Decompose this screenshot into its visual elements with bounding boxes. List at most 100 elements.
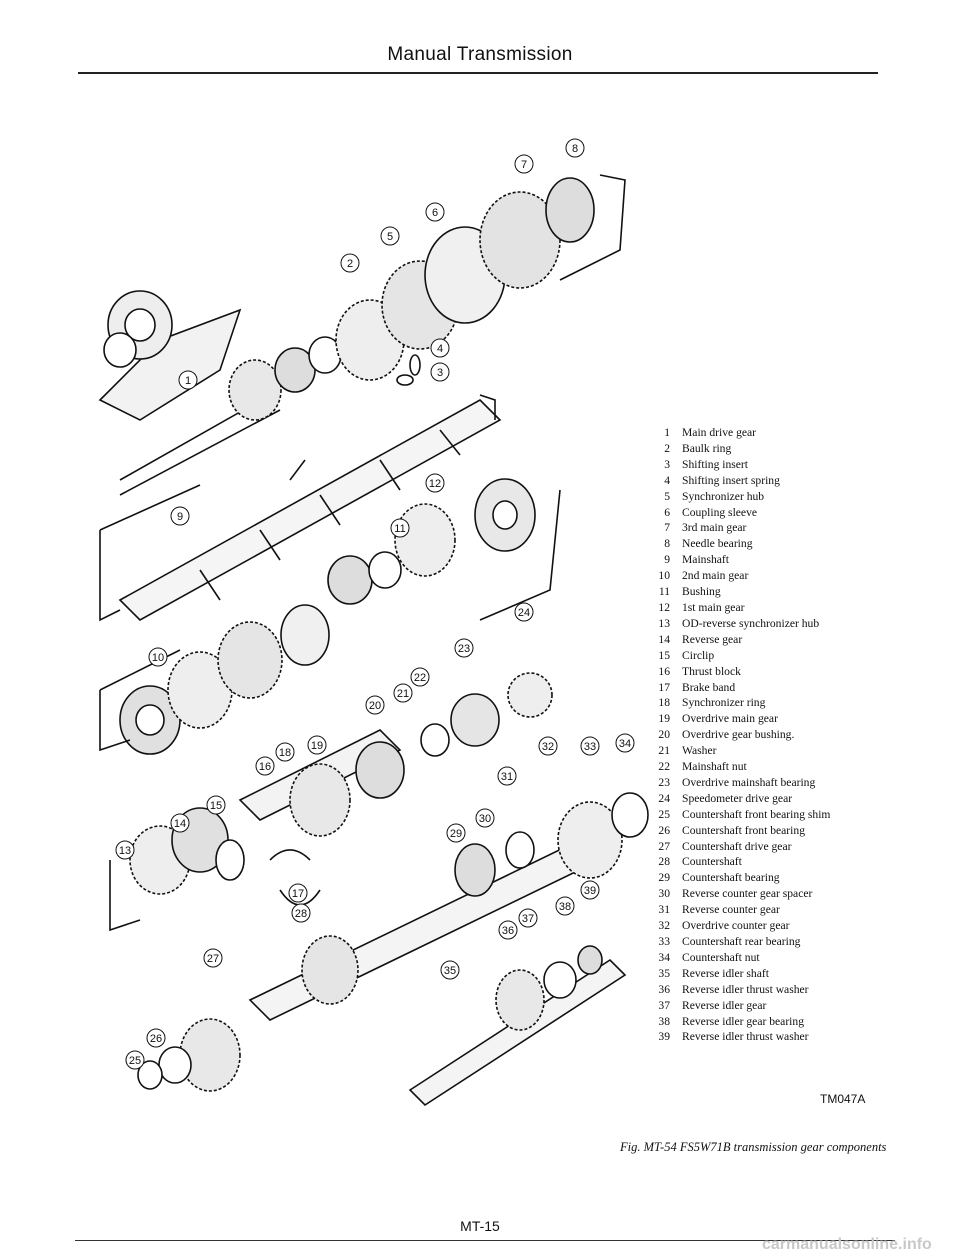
svg-text:32: 32 (542, 741, 554, 753)
legend-label: Mainshaft (682, 553, 730, 567)
callout-2: 2 (340, 253, 360, 273)
legend-label: Synchronizer ring (682, 696, 766, 710)
legend-label: Overdrive main gear (682, 712, 778, 726)
legend-number: 39 (658, 1030, 670, 1044)
legend-label: Countershaft drive gear (682, 839, 792, 853)
svg-text:16: 16 (259, 761, 271, 773)
svg-text:13: 13 (119, 845, 131, 857)
legend-label: Overdrive mainshaft bearing (682, 775, 816, 789)
overdrive-group (238, 672, 553, 906)
legend-number: 8 (664, 537, 670, 551)
svg-text:33: 33 (584, 741, 596, 753)
legend-item: 39 Reverse idler thrust washer (648, 1029, 908, 1045)
second-gear-group (99, 604, 330, 755)
legend-number: 22 (658, 760, 670, 774)
legend-label: Coupling sleeve (682, 505, 758, 519)
legend-number: 25 (658, 807, 670, 821)
svg-text:20: 20 (369, 700, 381, 712)
legend-label: Baulk ring (682, 441, 732, 455)
svg-text:6: 6 (432, 207, 438, 219)
legend-label: Reverse counter gear spacer (682, 887, 813, 901)
page-header: Manual Transmission (387, 44, 573, 65)
callout-9: 9 (170, 506, 190, 526)
callout-15: 15 (206, 795, 226, 815)
callout-14: 14 (170, 813, 190, 833)
legend-label: Mainshaft nut (682, 760, 747, 774)
legend-label: 2nd main gear (682, 569, 749, 583)
callout-10: 10 (148, 647, 168, 667)
footer-rule (75, 1240, 895, 1241)
legend-label: Countershaft (682, 855, 742, 869)
callout-33: 33 (580, 736, 600, 756)
callout-21: 21 (393, 683, 413, 703)
main-drive-gear-group (98, 174, 626, 496)
callout-16: 16 (255, 756, 275, 776)
callout-35: 35 (440, 960, 460, 980)
legend-number: 1 (664, 426, 670, 439)
callout-29: 29 (446, 823, 466, 843)
callout-38: 38 (555, 896, 575, 916)
legend-label: Reverse idler gear (682, 998, 767, 1012)
callout-39: 39 (580, 880, 600, 900)
callout-17: 17 (288, 883, 308, 903)
callout-18: 18 (275, 742, 295, 762)
legend-number: 20 (658, 728, 670, 742)
legend-number: 32 (658, 919, 670, 933)
callout-22: 22 (410, 667, 430, 687)
legend-label: Reverse idler thrust washer (682, 1030, 809, 1044)
svg-text:35: 35 (444, 965, 456, 977)
legend-number: 29 (658, 871, 670, 885)
legend-number: 16 (658, 664, 670, 678)
legend-number: 11 (658, 585, 670, 599)
legend-item: 11 Bushing (648, 584, 908, 600)
legend-number: 6 (664, 505, 670, 519)
legend-number: 14 (658, 632, 670, 646)
reverse-idler-group (408, 945, 627, 1107)
legend-label: Bushing (682, 585, 721, 599)
legend-item: 2 Baulk ring (648, 441, 908, 457)
svg-text:24: 24 (518, 607, 530, 619)
svg-text:3: 3 (437, 367, 443, 379)
legend-number: 26 (658, 823, 670, 837)
callout-25: 25 (125, 1050, 145, 1070)
svg-text:25: 25 (129, 1055, 141, 1067)
legend-number: 2 (664, 441, 670, 455)
legend-number: 27 (658, 839, 670, 853)
callout-12: 12 (425, 473, 445, 493)
svg-text:38: 38 (559, 901, 571, 913)
legend-number: 34 (658, 950, 670, 964)
callout-36: 36 (498, 920, 518, 940)
callout-32: 32 (538, 736, 558, 756)
legend-number: 36 (658, 982, 670, 996)
svg-text:10: 10 (152, 652, 164, 664)
figure-code: TM047A (820, 1092, 866, 1106)
legend-label: Main drive gear (682, 426, 757, 439)
callout-34: 34 (615, 733, 635, 753)
legend-label: Overdrive counter gear (682, 919, 790, 933)
callout-26: 26 (146, 1028, 166, 1048)
svg-text:37: 37 (522, 913, 534, 925)
svg-text:29: 29 (450, 828, 462, 840)
svg-text:15: 15 (210, 800, 222, 812)
legend-item: 6 Coupling sleeve (648, 505, 908, 521)
